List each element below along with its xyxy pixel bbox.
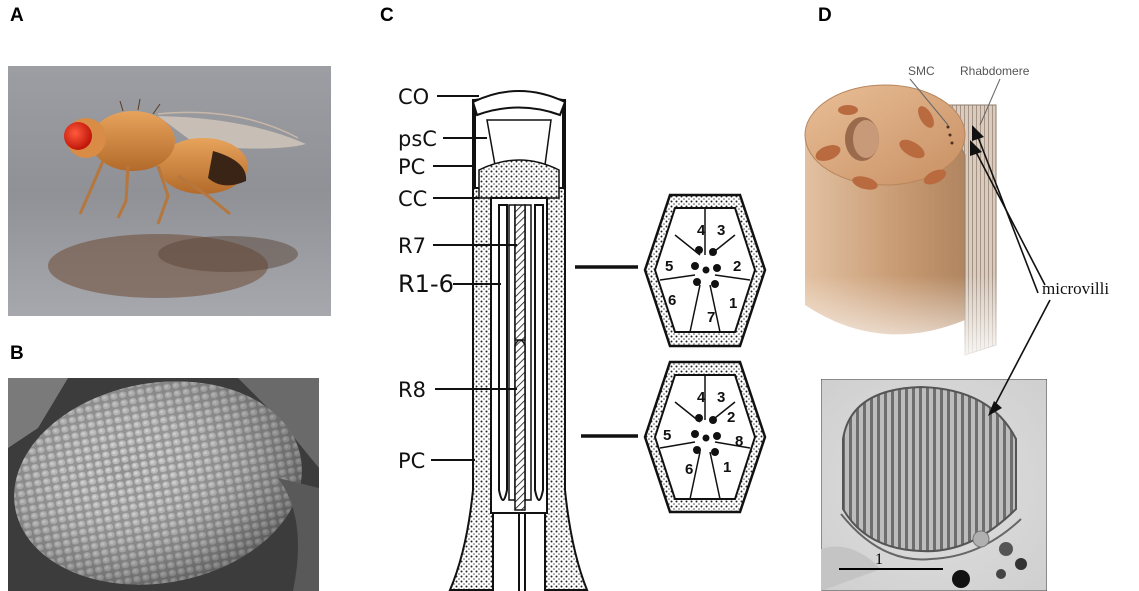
microvilli-arrows: [0, 0, 1139, 591]
